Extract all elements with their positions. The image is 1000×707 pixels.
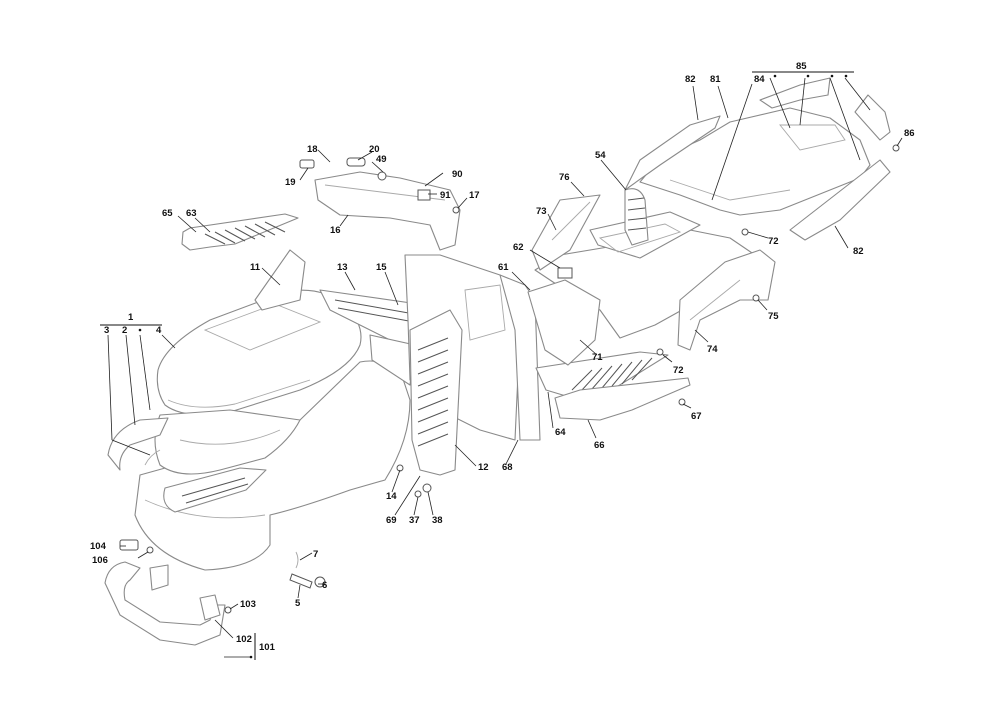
callout-86: 86 [904,128,915,139]
callout-71: 71 [592,352,603,363]
callout-101: 101 [259,642,276,653]
callout-104: 104 [90,541,107,552]
left-fender [531,194,601,271]
callout-15: 15 [376,262,387,273]
callout-18: 18 [307,144,318,155]
callout-17: 17 [469,190,480,201]
callout-54: 54 [595,150,606,161]
callout-2: 2 [122,325,127,336]
callout-62: 62 [513,242,524,253]
callout-61: 61 [498,262,509,273]
callout-82b: 82 [853,246,864,257]
footrest-66 [554,377,691,421]
callout-72a: 72 [768,236,779,247]
center-column [404,254,541,476]
callout-37: 37 [409,515,420,526]
callout-66: 66 [594,440,605,451]
callout-4: 4 [156,325,162,336]
callout-74: 74 [707,344,718,355]
callout-1: 1 [128,312,134,323]
callout-90: 90 [452,169,463,180]
front-hood-assembly [107,289,411,571]
callout-49: 49 [376,154,387,165]
callout-84: 84 [754,74,765,85]
callout-11: 11 [250,262,261,273]
callout-64: 64 [555,427,566,438]
callout-73: 73 [536,206,547,217]
callout-68: 68 [502,462,513,473]
bracket-dots [138,74,848,659]
callout-85: 85 [796,61,807,72]
left-floor-mat [181,213,299,251]
rear-cover [624,77,891,241]
callout-20: 20 [369,144,380,155]
leader-lines [100,71,903,660]
callout-19: 19 [285,177,296,188]
callout-13: 13 [337,262,348,273]
callout-91: 91 [440,190,451,201]
callout-82a: 82 [685,74,696,85]
callout-labels: 1 2 3 4 5 6 7 11 12 13 14 15 16 17 18 19… [90,61,915,653]
callout-6: 6 [322,580,327,591]
callout-7: 7 [313,549,318,560]
callout-5: 5 [295,598,301,609]
callout-12: 12 [478,462,489,473]
callout-103: 103 [240,599,256,610]
callout-69: 69 [386,515,397,526]
callout-81: 81 [710,74,721,85]
callout-75: 75 [768,311,779,322]
callout-16: 16 [330,225,341,236]
front-bumper [104,561,232,646]
callout-65: 65 [162,208,173,219]
callout-106: 106 [92,555,108,566]
callout-76: 76 [559,172,570,183]
callout-14: 14 [386,491,397,502]
callout-63: 63 [186,208,197,219]
callout-102: 102 [236,634,252,645]
callout-3: 3 [104,325,109,336]
callout-67: 67 [691,411,702,422]
callout-72b: 72 [673,365,684,376]
callout-38: 38 [432,515,443,526]
